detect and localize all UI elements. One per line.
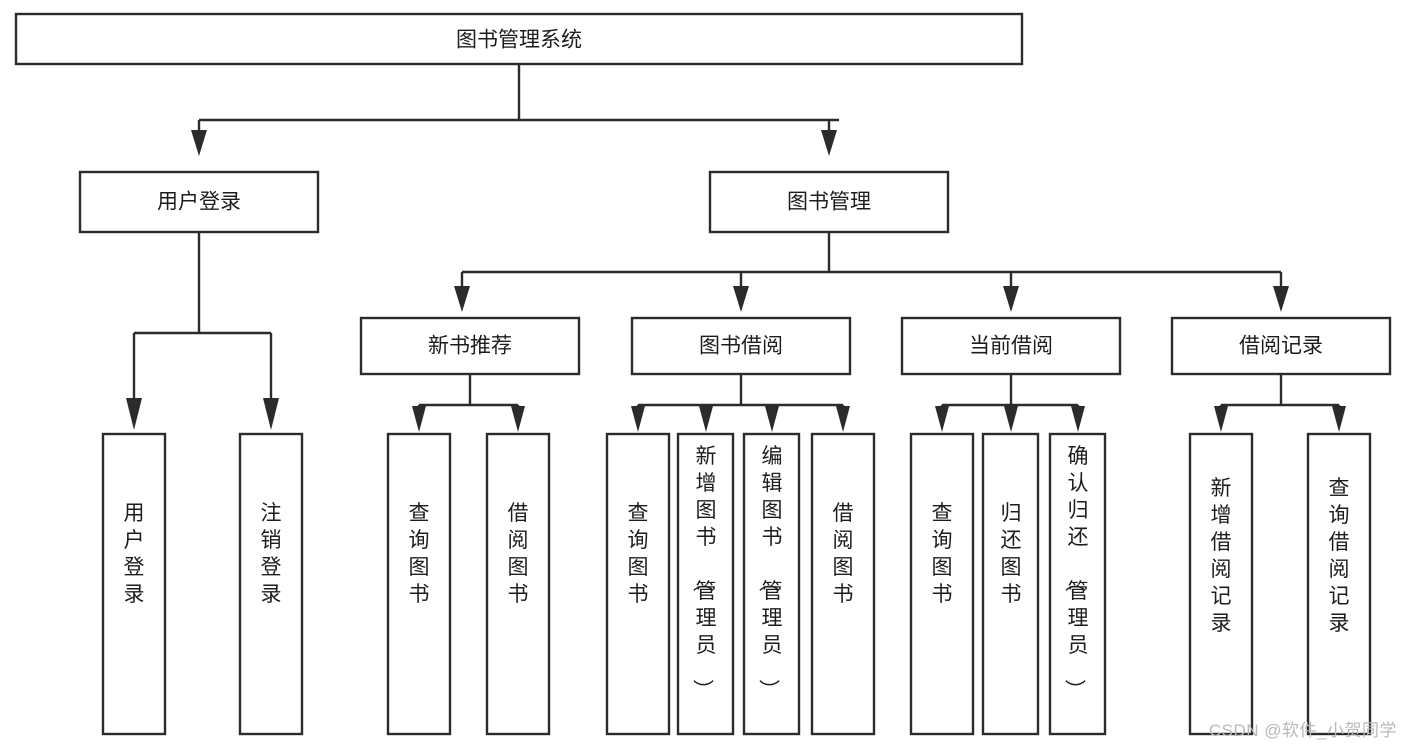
leaf-node-query-book-borrow-box[interactable] xyxy=(605,432,671,736)
arrow-user-login-leaf-1 xyxy=(126,398,142,430)
leaf-node-return-book-label: 归还图书 xyxy=(1001,502,1022,606)
node-root[interactable]: 图书管理系统 xyxy=(14,12,1024,66)
csdn-watermark: CSDN @软件_小贺同学 xyxy=(1208,721,1397,740)
leaf-node-add-book-admin-label: 新增图书（管理员） xyxy=(691,445,717,700)
arrow-current-leaf-1 xyxy=(935,406,949,432)
node-current-borrow-label: 当前借阅 xyxy=(969,335,1053,358)
leaf-node-user-login-label: 用户登录 xyxy=(124,502,145,606)
arrow-book-mgmt-to-current xyxy=(1003,286,1019,312)
node-user-login[interactable]: 用户登录 xyxy=(78,170,320,234)
leaf-node-query-borrow-record-box[interactable] xyxy=(1306,432,1372,736)
leaf-node-return-book-box[interactable] xyxy=(981,432,1040,736)
leaf-node-query-book-borrow[interactable]: 查询图书 xyxy=(605,432,671,736)
leaf-node-add-borrow-record-label: 新增借阅记录 xyxy=(1211,477,1232,635)
leaf-node-query-borrow-record[interactable]: 查询借阅记录 xyxy=(1306,432,1372,736)
edge-layer xyxy=(126,64,1346,432)
arrow-root-to-book-mgmt xyxy=(821,130,837,156)
leaf-node-edit-book-admin-box[interactable] xyxy=(742,432,801,736)
leaf-node-logout-box[interactable] xyxy=(238,432,304,736)
arrow-borrow-leaf-1 xyxy=(631,406,645,432)
node-new-book-recommend-box[interactable] xyxy=(359,316,581,376)
leaf-node-borrow-book-newbook-label: 借阅图书 xyxy=(508,502,529,606)
arrow-borrow-leaf-2 xyxy=(699,406,713,432)
leaf-node-query-book-current[interactable]: 查询图书 xyxy=(909,432,975,736)
node-root-box[interactable] xyxy=(14,12,1024,66)
leaf-node-confirm-return-admin-box[interactable] xyxy=(1048,432,1107,736)
node-root-label: 图书管理系统 xyxy=(456,29,582,52)
leaf-node-query-book-newbook[interactable]: 查询图书 xyxy=(386,432,452,736)
leaf-node-edit-book-admin[interactable]: 编辑图书（管理员） xyxy=(742,432,801,736)
leaf-node-logout[interactable]: 注销登录 xyxy=(238,432,304,736)
leaf-node-query-book-borrow-label: 查询图书 xyxy=(628,502,649,606)
node-borrow-record-label: 借阅记录 xyxy=(1239,335,1323,358)
leaf-node-user-login-box[interactable] xyxy=(101,432,167,736)
leaf-node-query-borrow-record-label: 查询借阅记录 xyxy=(1329,477,1350,635)
arrow-record-leaf-1 xyxy=(1214,406,1228,432)
leaf-node-query-book-newbook-box[interactable] xyxy=(386,432,452,736)
leaf-node-borrow-book-box[interactable] xyxy=(810,432,876,736)
arrow-root-to-user-login xyxy=(191,130,207,156)
arrow-book-mgmt-to-newbook xyxy=(454,286,470,312)
node-book-management-box[interactable] xyxy=(708,170,950,234)
node-current-borrow[interactable]: 当前借阅 xyxy=(900,316,1122,376)
node-borrow-record-box[interactable] xyxy=(1170,316,1392,376)
node-new-book-recommend[interactable]: 新书推荐 xyxy=(359,316,581,376)
leaf-node-logout-label: 注销登录 xyxy=(261,502,282,606)
leaf-node-query-book-current-box[interactable] xyxy=(909,432,975,736)
node-new-book-recommend-label: 新书推荐 xyxy=(428,335,512,358)
leaf-node-query-book-current-label: 查询图书 xyxy=(932,502,953,606)
leaf-node-borrow-book-newbook-box[interactable] xyxy=(485,432,551,736)
node-borrow-record[interactable]: 借阅记录 xyxy=(1170,316,1392,376)
arrow-current-leaf-2 xyxy=(1004,406,1018,432)
arrow-record-leaf-2 xyxy=(1332,406,1346,432)
arrow-borrow-leaf-4 xyxy=(836,406,850,432)
node-book-management-label: 图书管理 xyxy=(787,191,871,214)
leaf-node-borrow-book-newbook[interactable]: 借阅图书 xyxy=(485,432,551,736)
node-book-borrow[interactable]: 图书借阅 xyxy=(630,316,852,376)
leaf-node-add-borrow-record-box[interactable] xyxy=(1188,432,1254,736)
leaf-node-add-borrow-record[interactable]: 新增借阅记录 xyxy=(1188,432,1254,736)
arrow-borrow-leaf-3 xyxy=(765,406,779,432)
leaf-node-add-book-admin[interactable]: 新增图书（管理员） xyxy=(676,432,735,736)
arrow-book-mgmt-to-record xyxy=(1273,286,1289,312)
node-book-management[interactable]: 图书管理 xyxy=(708,170,950,234)
arrow-current-leaf-3 xyxy=(1071,406,1085,432)
leaf-node-user-login[interactable]: 用户登录 xyxy=(101,432,167,736)
arrow-newbook-leaf-1 xyxy=(412,406,426,432)
node-user-login-box[interactable] xyxy=(78,170,320,234)
node-book-borrow-label: 图书借阅 xyxy=(699,335,783,358)
leaf-node-borrow-book[interactable]: 借阅图书 xyxy=(810,432,876,736)
leaf-node-borrow-book-label: 借阅图书 xyxy=(833,502,854,606)
leaf-node-return-book[interactable]: 归还图书 xyxy=(981,432,1040,736)
node-current-borrow-box[interactable] xyxy=(900,316,1122,376)
arrow-user-login-leaf-2 xyxy=(263,398,279,430)
arrow-newbook-leaf-2 xyxy=(511,406,525,432)
leaf-node-confirm-return-admin[interactable]: 确认归还（管理员） xyxy=(1048,432,1107,736)
leaf-node-edit-book-admin-label: 编辑图书（管理员） xyxy=(757,445,783,700)
leaf-node-add-book-admin-box[interactable] xyxy=(676,432,735,736)
leaf-node-confirm-return-admin-label: 确认归还（管理员） xyxy=(1063,445,1089,700)
node-book-borrow-box[interactable] xyxy=(630,316,852,376)
node-user-login-label: 用户登录 xyxy=(157,191,241,214)
arrow-book-mgmt-to-borrow xyxy=(733,286,749,312)
leaf-node-query-book-newbook-label: 查询图书 xyxy=(409,502,430,606)
